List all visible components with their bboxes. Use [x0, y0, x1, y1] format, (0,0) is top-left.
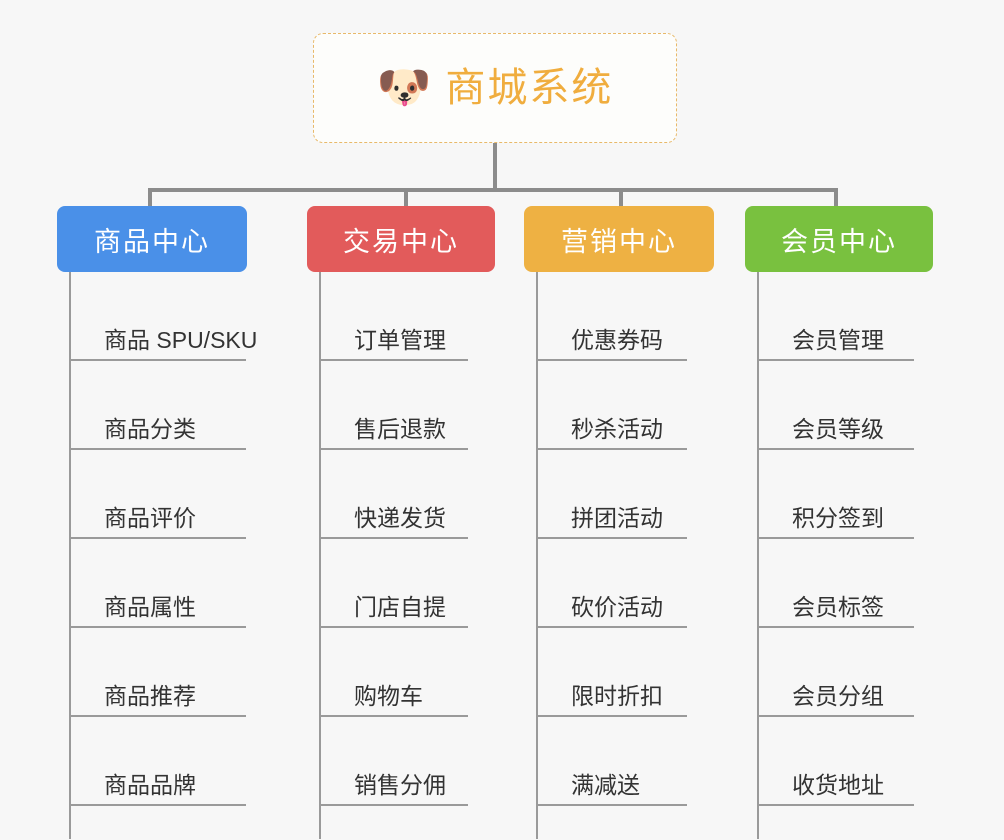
list-item[interactable]: 商品品牌 — [70, 717, 246, 806]
leaf-label: 商品推荐 — [104, 682, 196, 709]
leaf-label: 收货地址 — [792, 771, 884, 798]
connector-drop-2 — [404, 188, 408, 206]
leaf-label: 商品品牌 — [104, 771, 196, 798]
leaf-label: 会员标签 — [792, 593, 884, 620]
leaf-list-trade-center: 订单管理 售后退款 快递发货 门店自提 购物车 销售分佣 — [320, 272, 508, 806]
list-item[interactable]: 限时折扣 — [537, 628, 687, 717]
leaf-label: 购物车 — [354, 682, 423, 709]
connector-drop-4 — [834, 188, 838, 206]
leaf-list-marketing-center: 优惠券码 秒杀活动 拼团活动 砍价活动 限时折扣 满减送 — [537, 272, 727, 806]
list-item[interactable]: 会员等级 — [758, 361, 914, 450]
branch-header-member-center[interactable]: 会员中心 — [745, 206, 933, 272]
list-item[interactable]: 商品属性 — [70, 539, 246, 628]
list-item[interactable]: 商品评价 — [70, 450, 246, 539]
list-item[interactable]: 砍价活动 — [537, 539, 687, 628]
list-item[interactable]: 商品分类 — [70, 361, 246, 450]
branch-spine-member-center — [757, 272, 759, 839]
leaf-label: 商品属性 — [104, 593, 196, 620]
branch-header-product-center[interactable]: 商品中心 — [57, 206, 247, 272]
leaf-label: 满减送 — [571, 771, 640, 798]
list-item[interactable]: 收货地址 — [758, 717, 914, 806]
list-item[interactable]: 快递发货 — [320, 450, 468, 539]
branch-header-trade-center[interactable]: 交易中心 — [307, 206, 495, 272]
list-item[interactable]: 会员分组 — [758, 628, 914, 717]
leaf-label: 商品评价 — [104, 504, 196, 531]
list-item[interactable]: 会员标签 — [758, 539, 914, 628]
list-item[interactable]: 积分签到 — [758, 450, 914, 539]
branch-marketing-center: 营销中心 优惠券码 秒杀活动 拼团活动 砍价活动 限时折扣 满减送 — [524, 206, 714, 839]
leaf-label: 会员管理 — [792, 326, 884, 353]
branch-member-center: 会员中心 会员管理 会员等级 积分签到 会员标签 会员分组 收货地址 — [745, 206, 933, 839]
leaf-label: 秒杀活动 — [571, 415, 663, 442]
leaf-list-member-center: 会员管理 会员等级 积分签到 会员标签 会员分组 收货地址 — [758, 272, 946, 806]
root-title: 商城系统 — [445, 66, 614, 110]
leaf-label: 会员分组 — [792, 682, 884, 709]
list-item[interactable]: 订单管理 — [320, 272, 468, 361]
list-item[interactable]: 满减送 — [537, 717, 687, 806]
leaf-label: 订单管理 — [354, 326, 446, 353]
list-item[interactable]: 购物车 — [320, 628, 468, 717]
list-item[interactable]: 门店自提 — [320, 539, 468, 628]
leaf-label: 优惠券码 — [571, 326, 663, 353]
branch-header-marketing-center[interactable]: 营销中心 — [524, 206, 714, 272]
leaf-label: 售后退款 — [354, 415, 446, 442]
root-node[interactable]: 🐶 商城系统 — [313, 33, 677, 143]
connector-root-stem — [493, 143, 497, 191]
leaf-label: 门店自提 — [354, 593, 446, 620]
leaf-label: 限时折扣 — [571, 682, 663, 709]
leaf-label: 商品 SPU/SKU — [104, 326, 258, 353]
list-item[interactable]: 会员管理 — [758, 272, 914, 361]
leaf-label: 拼团活动 — [571, 504, 663, 531]
leaf-label: 快递发货 — [354, 504, 446, 531]
branch-spine-trade-center — [319, 272, 321, 839]
branch-spine-marketing-center — [536, 272, 538, 839]
list-item[interactable]: 拼团活动 — [537, 450, 687, 539]
list-item[interactable]: 销售分佣 — [320, 717, 468, 806]
connector-drop-3 — [619, 188, 623, 206]
connector-drop-1 — [148, 188, 152, 206]
branch-product-center: 商品中心 商品 SPU/SKU 商品分类 商品评价 商品属性 商品推荐 商品品牌 — [57, 206, 257, 839]
leaf-label: 会员等级 — [792, 415, 884, 442]
list-item[interactable]: 商品 SPU/SKU — [70, 272, 257, 361]
leaf-label: 销售分佣 — [354, 771, 446, 798]
list-item[interactable]: 商品推荐 — [70, 628, 246, 717]
leaf-label: 砍价活动 — [571, 593, 663, 620]
list-item[interactable]: 售后退款 — [320, 361, 468, 450]
list-item[interactable]: 秒杀活动 — [537, 361, 687, 450]
dog-face-icon: 🐶 — [376, 63, 432, 112]
list-item[interactable]: 优惠券码 — [537, 272, 687, 361]
branch-trade-center: 交易中心 订单管理 售后退款 快递发货 门店自提 购物车 销售分佣 — [307, 206, 495, 839]
leaf-label: 商品分类 — [104, 415, 196, 442]
leaf-label: 积分签到 — [792, 504, 884, 531]
connector-horizontal-bus — [148, 188, 838, 192]
leaf-list-product-center: 商品 SPU/SKU 商品分类 商品评价 商品属性 商品推荐 商品品牌 — [70, 272, 260, 806]
branch-spine-product-center — [69, 272, 71, 839]
